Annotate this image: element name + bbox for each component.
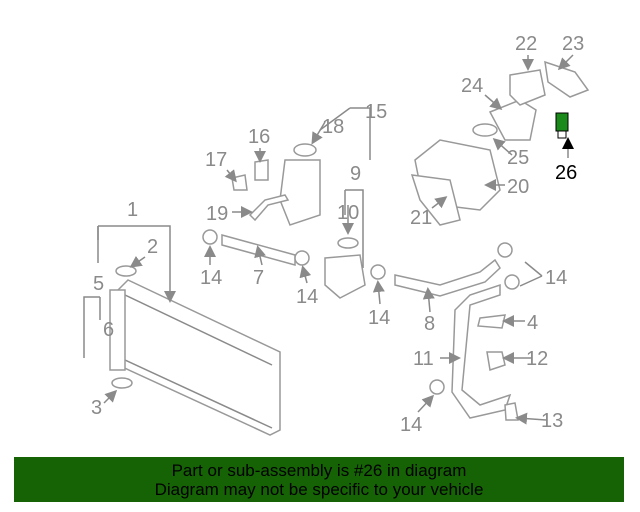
label-5: 5 bbox=[93, 273, 104, 295]
leader-arrows bbox=[103, 54, 574, 425]
label-25: 25 bbox=[507, 147, 529, 169]
label-23: 23 bbox=[562, 33, 584, 55]
label-12: 12 bbox=[526, 348, 548, 370]
label-2: 2 bbox=[147, 236, 158, 258]
label-3: 3 bbox=[91, 397, 102, 419]
radiator-cap bbox=[115, 265, 137, 277]
label-14: 14 bbox=[545, 267, 567, 289]
label-6: 6 bbox=[103, 319, 114, 341]
water-inlet bbox=[544, 60, 590, 98]
outlet-gasket bbox=[337, 237, 359, 249]
label-20: 20 bbox=[507, 176, 529, 198]
label-14: 14 bbox=[368, 307, 390, 329]
label-14: 14 bbox=[400, 414, 422, 436]
label-24: 24 bbox=[461, 75, 483, 97]
banner-line-1: Part or sub-assembly is #26 in diagram bbox=[171, 461, 467, 480]
label-17: 17 bbox=[205, 149, 227, 171]
label-11: 11 bbox=[413, 348, 434, 370]
label-14: 14 bbox=[296, 286, 318, 308]
thermostat bbox=[509, 69, 546, 106]
water-outlet bbox=[324, 254, 366, 299]
label-22: 22 bbox=[515, 33, 537, 55]
upper-hose bbox=[394, 258, 501, 297]
clamp-12 bbox=[486, 351, 506, 371]
label-18: 18 bbox=[322, 116, 344, 138]
callout-labels: 22 23 24 25 26 20 21 18 15 16 17 19 9 10… bbox=[91, 33, 584, 436]
coolant-temp-sensor[interactable] bbox=[555, 112, 569, 139]
overflow-hose bbox=[248, 194, 290, 222]
label-14: 14 bbox=[200, 267, 222, 289]
label-7: 7 bbox=[253, 267, 264, 289]
label-21: 21 bbox=[410, 207, 432, 229]
label-4: 4 bbox=[527, 312, 538, 334]
banner-line-2: Diagram may not be specific to your vehi… bbox=[154, 480, 484, 499]
label-19: 19 bbox=[206, 203, 228, 225]
label-26[interactable]: 26 bbox=[555, 162, 577, 184]
reservoir-tank bbox=[279, 159, 321, 226]
water-pipe bbox=[488, 99, 537, 141]
label-13: 13 bbox=[541, 410, 563, 432]
label-16: 16 bbox=[248, 126, 270, 148]
label-8: 8 bbox=[424, 313, 435, 335]
clamp-13 bbox=[504, 402, 519, 421]
label-15: 15 bbox=[365, 101, 387, 123]
bypass-hose bbox=[451, 283, 512, 419]
pipe-gasket bbox=[472, 123, 498, 137]
label-10: 10 bbox=[337, 202, 359, 224]
reservoir-cap bbox=[293, 143, 317, 157]
label-9: 9 bbox=[350, 163, 361, 185]
hose-fitting bbox=[477, 314, 506, 329]
radiator bbox=[109, 279, 281, 436]
label-1: 1 bbox=[127, 199, 138, 221]
hose-clamps bbox=[202, 159, 520, 395]
drain-plug bbox=[111, 377, 133, 389]
part-info-banner: Part or sub-assembly is #26 in diagram D… bbox=[14, 457, 624, 502]
bracket-lines bbox=[83, 107, 371, 358]
